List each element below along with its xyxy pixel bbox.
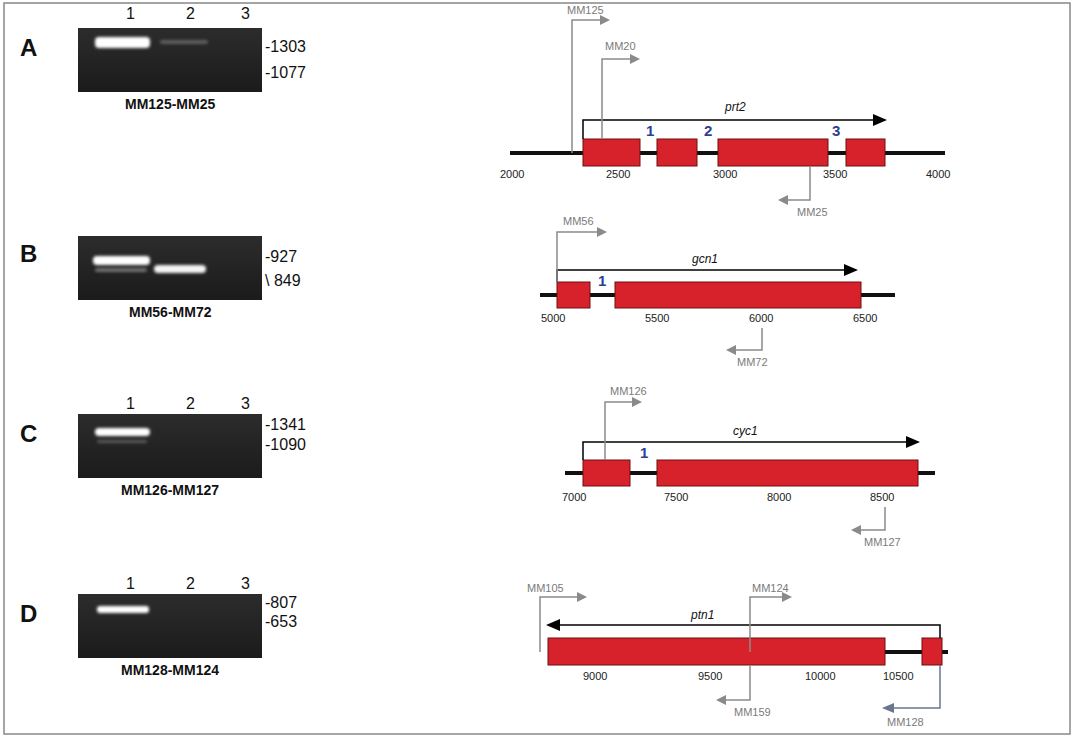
figure-frame — [4, 3, 1070, 734]
scale-tick: 8000 — [767, 491, 791, 504]
size-marker: -807 — [265, 594, 297, 612]
scale-tick: 7000 — [562, 491, 586, 504]
gene-map-prt2 — [510, 20, 945, 200]
lane-number: 1 — [126, 395, 135, 413]
primer-name: MM128 — [887, 716, 924, 729]
primer-name: MM25 — [797, 206, 828, 219]
intron-number: 3 — [832, 122, 840, 139]
size-marker: -653 — [265, 613, 297, 631]
lane-number: 3 — [241, 5, 250, 23]
scale-tick: 8500 — [870, 491, 894, 504]
primer-pair: MM125-MM25 — [125, 96, 215, 112]
scale-tick: 9500 — [698, 670, 722, 683]
panel-letter: A — [20, 34, 37, 62]
lane-number: 2 — [186, 5, 195, 23]
primer-name: MM105 — [527, 582, 564, 595]
primer-pair: MM128-MM124 — [121, 662, 219, 678]
gene-name: prt2 — [725, 101, 746, 115]
panel-letter: C — [20, 420, 37, 448]
scale-tick: 5000 — [541, 312, 565, 325]
intron-number: 2 — [704, 122, 712, 139]
size-marker: \ 849 — [265, 272, 301, 290]
primer-name: MM20 — [605, 40, 636, 53]
scale-tick: 10500 — [883, 670, 914, 683]
size-marker: -1090 — [265, 436, 306, 454]
scale-tick: 3000 — [713, 168, 737, 181]
intron-number: 1 — [598, 272, 606, 289]
gene-name: cyc1 — [733, 425, 758, 439]
scale-tick: 2000 — [500, 168, 524, 181]
gene-map-ptn1 — [540, 597, 948, 708]
gene-map-gcn1 — [540, 232, 895, 350]
size-marker: -1303 — [265, 38, 306, 56]
size-marker: -1077 — [265, 64, 306, 82]
lane-number: 3 — [241, 575, 250, 593]
primer-name: MM125 — [567, 4, 604, 17]
primer-name: MM72 — [737, 356, 768, 369]
scale-tick: 6500 — [853, 312, 877, 325]
lane-number: 2 — [186, 395, 195, 413]
scale-tick: 10000 — [805, 670, 836, 683]
scale-tick: 6000 — [749, 312, 773, 325]
primer-name: MM159 — [734, 706, 771, 719]
lane-number: 3 — [241, 395, 250, 413]
scale-tick: 7500 — [664, 491, 688, 504]
gene-name: gcn1 — [692, 253, 718, 267]
scale-tick: 9000 — [583, 670, 607, 683]
gene-name: ptn1 — [691, 609, 714, 623]
primer-name: MM127 — [864, 536, 901, 549]
primer-name: MM126 — [610, 385, 647, 398]
size-marker: -927 — [265, 248, 297, 266]
scale-tick: 3500 — [823, 168, 847, 181]
lane-number: 2 — [186, 575, 195, 593]
gel-images — [78, 28, 262, 658]
intron-number: 1 — [640, 444, 648, 461]
scale-tick: 2500 — [606, 168, 630, 181]
primer-name: MM124 — [752, 582, 789, 595]
lane-number: 1 — [126, 575, 135, 593]
size-marker: -1341 — [265, 416, 306, 434]
gene-map-cyc1 — [565, 402, 935, 530]
primer-pair: MM126-MM127 — [121, 482, 219, 498]
lane-number: 1 — [126, 5, 135, 23]
scale-tick: 4000 — [926, 168, 950, 181]
panel-letter: B — [20, 240, 37, 268]
panel-letter: D — [20, 600, 37, 628]
primer-pair: MM56-MM72 — [129, 304, 211, 320]
intron-number: 1 — [646, 122, 654, 139]
primer-name: MM56 — [563, 215, 594, 228]
scale-tick: 5500 — [645, 312, 669, 325]
